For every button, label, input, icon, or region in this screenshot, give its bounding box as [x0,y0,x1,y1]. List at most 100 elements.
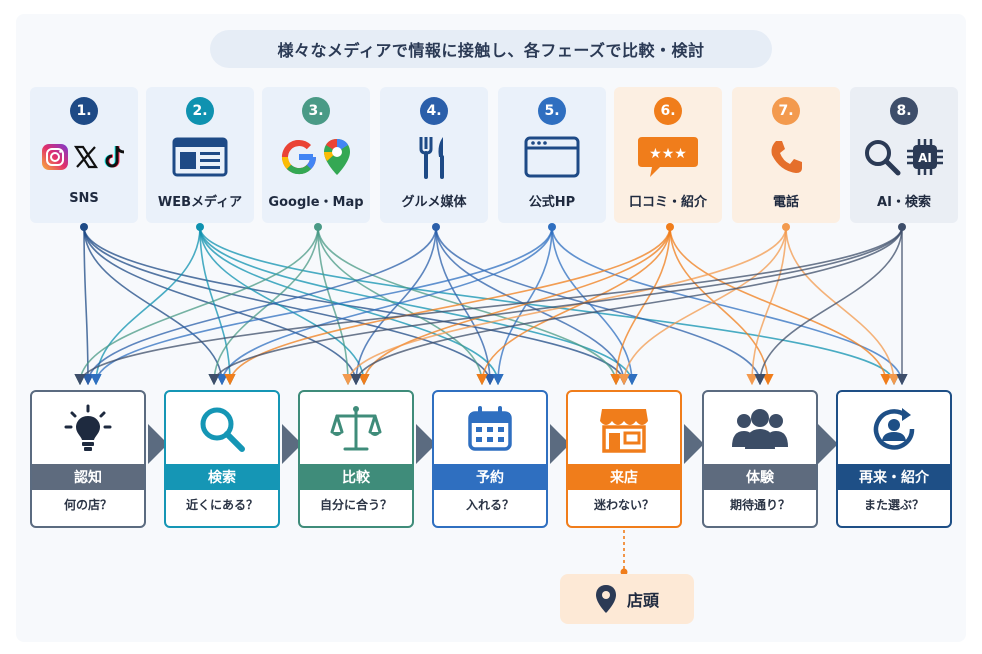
media-card-reviews: 6. ★★★ 口コミ・紹介 [614,87,722,223]
media-card-phone: 7. 電話 [732,87,840,223]
flow-origin-dot [548,223,556,231]
phase-card-compare: 比較 自分に合う？ [298,390,414,528]
chevron-arrow-icon [416,424,436,464]
phase-title: 比較 [300,464,412,490]
flow-line [754,226,903,386]
media-card-ai-search: 8. AI AI・検索 [850,87,958,223]
media-label: 公式HP [528,195,576,210]
repeat-user-icon [873,408,915,450]
flow-line [785,226,900,386]
flow-line [83,226,630,386]
flow-line [746,226,787,386]
media-number: 8. [890,97,918,125]
phase-card-experience: 体験 期待通り？ [702,390,818,528]
chevron-arrow-icon [818,424,838,464]
media-label: 電話 [772,195,799,210]
media-card-official-hp: 5. 公式HP [498,87,606,223]
phase-card-reservation: 予約 入れる？ [432,390,548,528]
phase-card-search: 検索 近くにある？ [164,390,280,528]
x-icon [73,145,99,169]
media-label: Google・Map [268,195,364,210]
flow-line [224,226,671,386]
flow-line [358,226,671,386]
chevron-arrow-icon [148,424,168,464]
search-icon [865,140,901,176]
flow-line [350,226,437,386]
media-card-gourmet: 4. グルメ媒体 [380,87,488,223]
flow-line [83,226,496,386]
media-card-google-map: 3. Google・Map [262,87,370,223]
flow-line [435,226,766,386]
flow-line [199,226,638,386]
flow-line [350,226,903,386]
flow-line [90,226,553,386]
flow-line [216,226,553,386]
phase-question: 入れる？ [465,498,514,512]
map-pin-icon [324,139,350,175]
media-number: 5. [538,97,566,125]
flow-line [492,226,553,386]
phase-question: 何の店？ [63,498,112,512]
flow-line [317,226,622,386]
flow-line [199,226,236,386]
flow-line [610,226,671,386]
google-icon [281,140,316,175]
flow-line [435,226,630,386]
magnifier-icon [200,407,245,452]
phase-question: 迷わない？ [593,498,654,512]
flow-origin-dot [80,223,88,231]
media-number: 4. [420,97,448,125]
store-connector-dot [620,568,628,576]
ai-chip-icon: AI [907,139,943,175]
media-card-sns: 1. SNS [30,87,138,223]
location-pin-icon [595,585,616,613]
chevron-arrow-icon [282,424,302,464]
flow-line [83,226,228,386]
phase-card-revisit-referral: 再来・紹介 また選ぶ？ [836,390,952,528]
phase-title: 来店 [568,464,680,490]
phase-card-awareness: 認知 何の店？ [30,390,146,528]
flow-line [618,226,787,386]
flow-origin-dot [196,223,204,231]
phase-question: また選ぶ？ [863,498,924,512]
tiktok-icon [104,146,125,168]
flow-line [317,226,354,386]
chevron-arrow-icon [684,424,704,464]
flow-line [208,226,903,386]
phase-title: 認知 [32,464,144,490]
flow-origin-dot [314,223,322,231]
media-number: 7. [772,97,800,125]
fork-knife-icon [419,137,444,179]
media-label: WEBメディア [157,195,243,210]
flow-line [90,226,201,386]
phase-title: 検索 [166,464,278,490]
flow-origin-dot [782,223,790,231]
flow-line [669,226,774,386]
phase-card-visit: 来店 迷わない？ [566,390,682,528]
flow-line [74,226,903,386]
phase-title: 再来・紹介 [838,464,950,490]
media-number: 2. [186,97,214,125]
instagram-icon [42,144,68,170]
phase-question: 近くにある？ [185,498,258,512]
flow-origin-dot [898,223,906,231]
media-label: グルメ媒体 [401,195,467,210]
flow-line [669,226,892,386]
media-label: SNS [69,191,99,206]
flow-line [199,226,504,386]
storefront-icon [600,409,648,453]
phase-title: 体験 [704,464,816,490]
scale-icon [330,406,382,451]
storefront-badge: 店頭 [560,574,694,624]
flow-line [83,226,362,386]
media-label: 口コミ・紹介 [628,195,707,210]
lightbulb-icon [64,404,112,451]
web-article-icon [172,137,228,177]
flow-line [435,226,496,386]
people-icon [732,409,788,449]
media-label: AI・検索 [877,195,931,210]
browser-window-icon [524,136,580,178]
phase-question: 自分に合う？ [319,498,392,512]
